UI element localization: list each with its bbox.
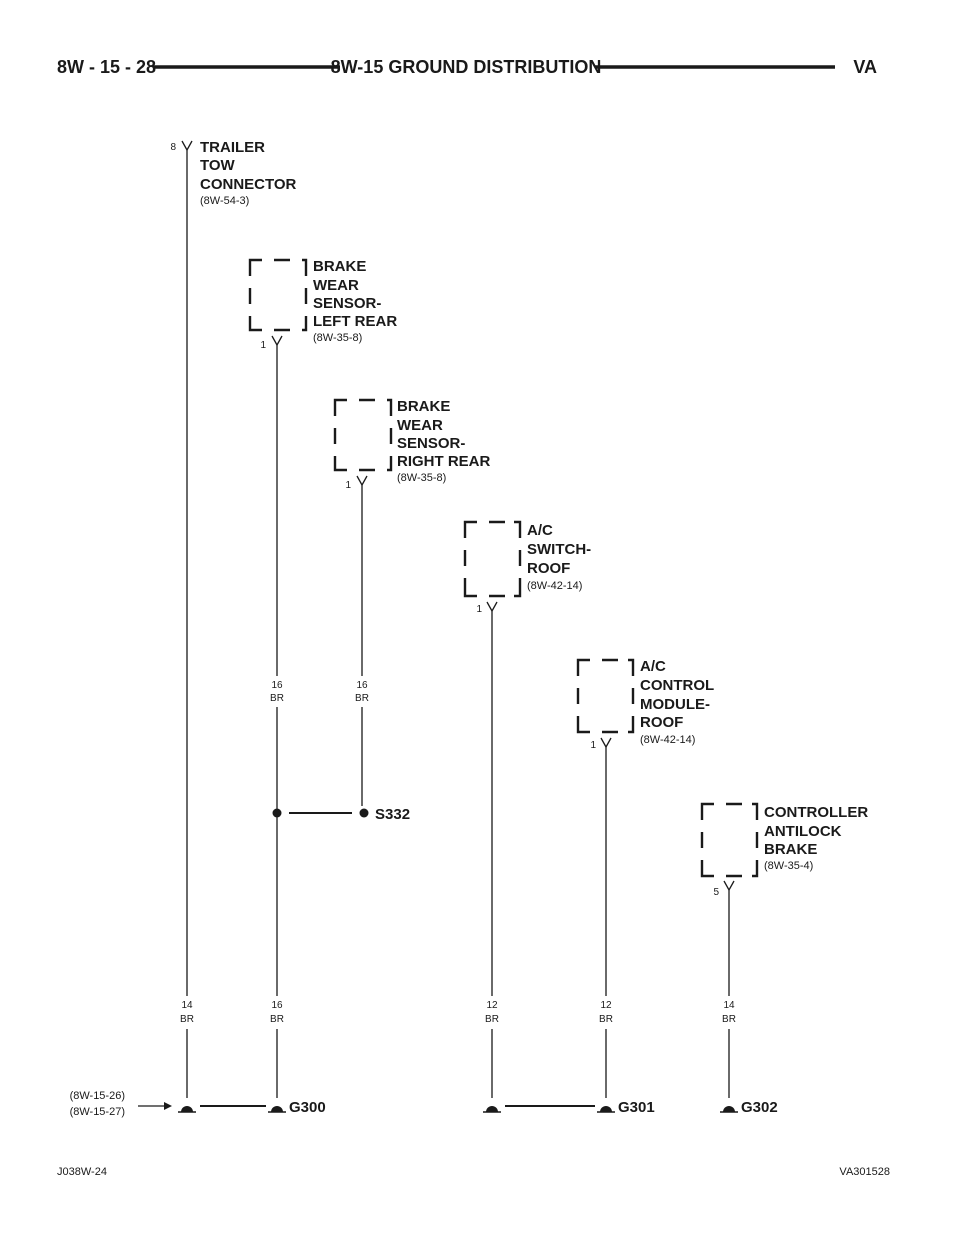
pin-number: 5 [713, 887, 719, 898]
pin-number: 8 [170, 142, 176, 153]
page-title: 8W-15 GROUND DISTRIBUTION [331, 57, 602, 77]
ground-symbol [486, 1106, 498, 1112]
component-ref: (8W-54-3) [200, 195, 249, 207]
footer-right-code: VA301528 [839, 1166, 890, 1178]
page-number: 8W - 15 - 28 [57, 57, 156, 77]
component-title: A/C CONTROL MODULE- ROOF [640, 658, 718, 731]
splice-label: S332 [375, 806, 410, 823]
page-footer: J038W-24 VA301528 [57, 1166, 890, 1178]
component-title: BRAKE WEAR SENSOR- RIGHT REAR [397, 398, 491, 470]
component-outline [248, 258, 308, 332]
ground-label: G301 [618, 1099, 655, 1116]
pin-number: 1 [590, 740, 596, 751]
connector-pin-symbol [181, 140, 193, 152]
pin-number: 1 [345, 480, 351, 491]
brake-wear-sensor-right-rear: 1 BRAKE WEAR SENSOR- RIGHT REAR (8W-35-8… [333, 398, 491, 491]
component-ref: (8W-42-14) [640, 734, 695, 746]
splice-dot [272, 808, 282, 818]
pin-number: 1 [260, 340, 266, 351]
connector-pin-symbol [723, 880, 735, 892]
page-header: 8W - 15 - 28 8W-15 GROUND DISTRIBUTION V… [57, 57, 877, 77]
component-title: A/C SWITCH- ROOF [527, 522, 595, 577]
ac-switch-roof: 1 A/C SWITCH- ROOF (8W-42-14) [463, 520, 595, 615]
splice-dot [359, 808, 369, 818]
component-ref: (8W-42-14) [527, 580, 582, 592]
ground-symbol [600, 1106, 612, 1112]
footer-left-code: J038W-24 [57, 1166, 107, 1178]
trailer-tow-connector: 8 TRAILER TOW CONNECTOR (8W-54-3) [170, 139, 296, 207]
connector-pin-symbol [486, 601, 498, 613]
model-code: VA [853, 57, 877, 77]
connector-pin-symbol [356, 475, 368, 487]
ref-arrow-head [164, 1102, 172, 1110]
ground-label: G302 [741, 1099, 778, 1116]
component-outline [576, 658, 635, 734]
component-outline [333, 398, 393, 472]
component-ref: (8W-35-8) [397, 472, 446, 484]
component-title: CONTROLLER ANTILOCK BRAKE [764, 804, 872, 858]
component-ref: (8W-35-8) [313, 332, 362, 344]
component-ref: (8W-35-4) [764, 860, 813, 872]
controller-antilock-brake: 5 CONTROLLER ANTILOCK BRAKE (8W-35-4) [700, 802, 872, 898]
ground-g300: (8W-15-26) (8W-15-27) G300 [70, 1090, 326, 1118]
ground-g302: G302 [720, 1099, 778, 1116]
pin-number: 1 [476, 604, 482, 615]
connector-pin-symbol [271, 335, 283, 347]
component-outline [463, 520, 522, 598]
ground-symbol [723, 1106, 735, 1112]
component-title: TRAILER TOW CONNECTOR [200, 139, 297, 193]
cross-ref: (8W-15-26) [70, 1090, 125, 1102]
cross-ref: (8W-15-27) [70, 1106, 125, 1118]
brake-wear-sensor-left-rear: 1 BRAKE WEAR SENSOR- LEFT REAR (8W-35-8) [248, 258, 397, 351]
component-outline [700, 802, 759, 878]
ground-label: G300 [289, 1099, 326, 1116]
ground-g301: G301 [483, 1099, 655, 1116]
ac-control-module-roof: 1 A/C CONTROL MODULE- ROOF (8W-42-14) [576, 658, 718, 751]
connector-pin-symbol [600, 737, 612, 749]
splice-s332: S332 [272, 806, 410, 823]
ground-symbol [271, 1106, 283, 1112]
component-title: BRAKE WEAR SENSOR- LEFT REAR [313, 258, 397, 330]
ground-symbol [181, 1106, 193, 1112]
